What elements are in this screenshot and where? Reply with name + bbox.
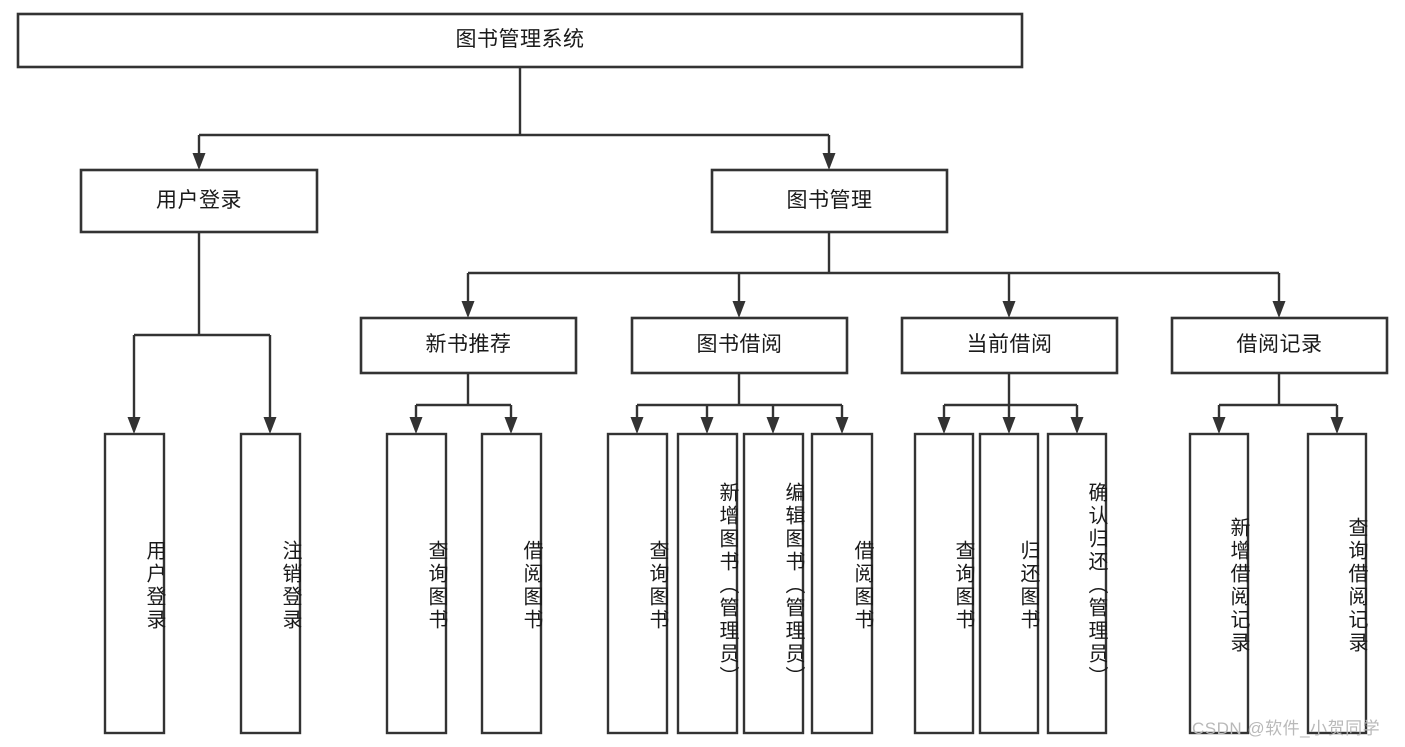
arrow-head-icon [1212, 417, 1226, 434]
arrow-head-icon [766, 417, 780, 434]
node-box-leaf_user_login[interactable] [103, 432, 166, 735]
node-box-new_book_rec[interactable] [359, 316, 578, 375]
arrow-head-icon [1070, 417, 1084, 434]
arrow-head-icon [700, 417, 714, 434]
node-box-borrow_record[interactable] [1170, 316, 1389, 375]
node-box-leaf_query_book_2[interactable] [606, 432, 669, 735]
node-box-root[interactable] [16, 12, 1024, 69]
arrow-head-icon [192, 153, 206, 170]
node-box-book_borrow[interactable] [630, 316, 849, 375]
node-box-leaf_borrow_book_2[interactable] [810, 432, 874, 735]
node-box-leaf_logout[interactable] [239, 432, 302, 735]
node-box-leaf_query_book_1[interactable] [385, 432, 448, 735]
node-box-current_borrow[interactable] [900, 316, 1119, 375]
csdn-watermark: CSDN @软件_小贺同学 [1192, 719, 1381, 738]
node-box-leaf_edit_book[interactable] [742, 432, 805, 735]
node-box-book_manage[interactable] [710, 168, 949, 234]
arrow-head-icon [461, 301, 475, 318]
node-box-leaf_add_record[interactable] [1188, 432, 1250, 735]
node-box-leaf_add_book[interactable] [676, 432, 739, 735]
arrow-head-icon [263, 417, 277, 434]
arrow-head-icon [1002, 301, 1016, 318]
node-box-user_login[interactable] [79, 168, 319, 234]
node-box-leaf_query_record[interactable] [1306, 432, 1368, 735]
arrow-head-icon [822, 153, 836, 170]
node-box-leaf_return_book[interactable] [978, 432, 1040, 735]
node-box-leaf_borrow_book_1[interactable] [480, 432, 543, 735]
node-box-leaf_confirm_return[interactable] [1046, 432, 1108, 735]
arrow-head-icon [504, 417, 518, 434]
node-box-leaf_query_book_3[interactable] [913, 432, 975, 735]
arrow-head-icon [409, 417, 423, 434]
arrow-head-icon [630, 417, 644, 434]
arrow-head-icon [127, 417, 141, 434]
arrow-head-icon [1272, 301, 1286, 318]
arrow-head-icon [1330, 417, 1344, 434]
arrow-head-icon [732, 301, 746, 318]
arrow-head-icon [1002, 417, 1016, 434]
arrow-head-icon [937, 417, 951, 434]
arrow-head-icon [835, 417, 849, 434]
